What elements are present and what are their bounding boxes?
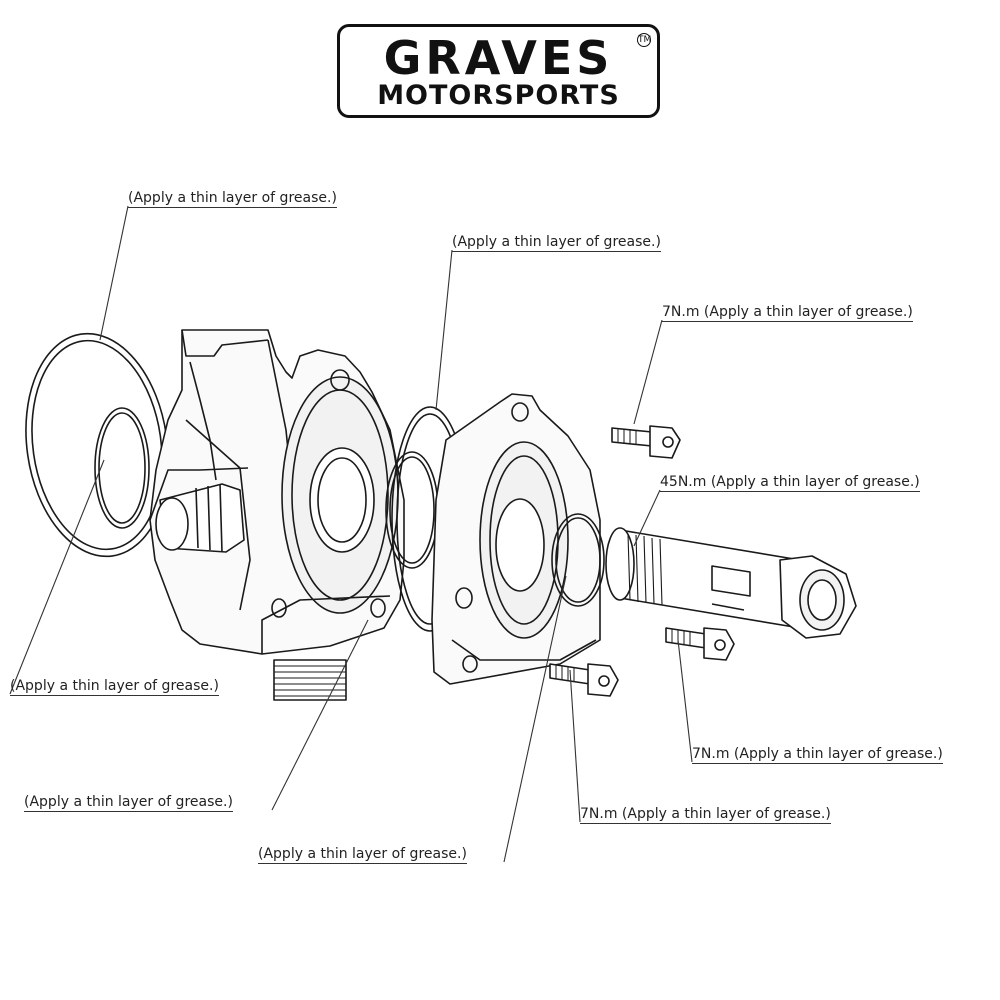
small-o-ring-left <box>94 407 150 529</box>
cover-o-ring <box>551 513 605 607</box>
callout-fitting-threads: (Apply a thin layer of grease.) <box>24 794 233 812</box>
callout-bolt-lower-right: 7N.m (Apply a thin layer of grease.) <box>692 746 943 764</box>
bolt-top-right <box>611 425 681 459</box>
callout-center-bolt: 45N.m (Apply a thin layer of grease.) <box>660 474 920 492</box>
bolt-bottom <box>549 663 619 697</box>
logo-line2: MOTORSPORTS <box>377 80 620 111</box>
logo-trademark: TM <box>637 33 652 47</box>
center-bolt <box>605 527 857 639</box>
cover-plate <box>431 393 601 685</box>
bolt-lower-right <box>665 627 735 661</box>
logo-line1: GRAVES <box>383 31 614 85</box>
leader-lines <box>9 205 693 863</box>
callout-middle-o-ring: (Apply a thin layer of grease.) <box>452 234 661 252</box>
callout-large-o-ring: (Apply a thin layer of grease.) <box>128 190 337 208</box>
callout-small-o-ring-left: (Apply a thin layer of grease.) <box>10 678 219 696</box>
callout-bolt-top-right: 7N.m (Apply a thin layer of grease.) <box>662 304 913 322</box>
callout-bolt-bottom: 7N.m (Apply a thin layer of grease.) <box>580 806 831 824</box>
graves-motorsports-logo: GRAVES MOTORSPORTS TM <box>337 24 660 118</box>
filter-housing <box>149 329 405 701</box>
callout-cover-o-ring: (Apply a thin layer of grease.) <box>258 846 467 864</box>
